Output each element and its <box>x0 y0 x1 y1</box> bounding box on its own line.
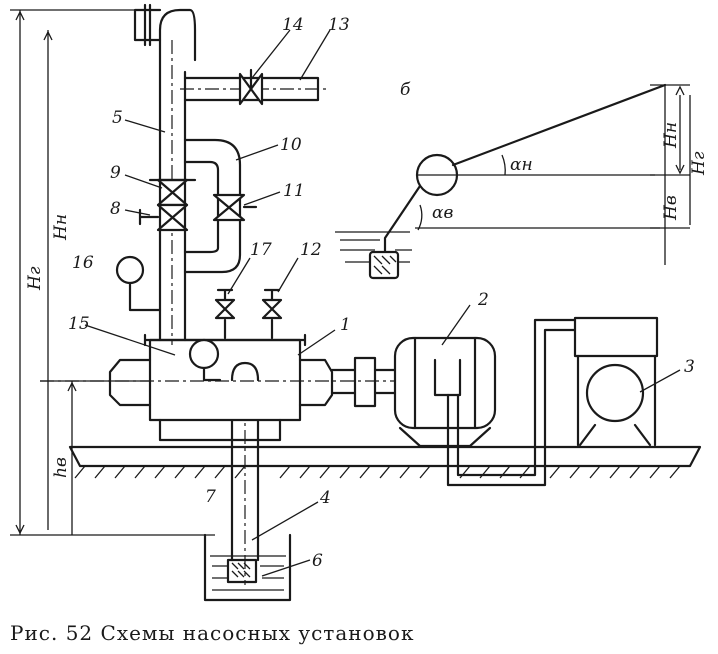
label-11: 11 <box>283 181 305 201</box>
air-valve-17 <box>214 288 236 320</box>
label-8: 8 <box>110 199 121 219</box>
label-5: 5 <box>112 108 123 128</box>
label-15: 15 <box>68 314 90 334</box>
pump-body <box>108 318 334 442</box>
valve-9 <box>148 178 197 207</box>
label-7: 7 <box>205 487 216 507</box>
valve-11 <box>212 193 258 222</box>
label-4: 4 <box>319 488 331 508</box>
label-1: 1 <box>340 315 351 335</box>
label-hv-right: Hв <box>661 195 681 221</box>
label-hv-left: hв <box>51 457 71 478</box>
label-2: 2 <box>477 290 489 310</box>
label-alpha-v: αв <box>432 203 453 223</box>
label-hn-left: Hн <box>51 214 71 241</box>
label-hn-right: Hн <box>661 122 681 149</box>
discharge-pipe <box>133 3 197 345</box>
label-alpha-n: αн <box>510 155 533 175</box>
leader-lines <box>84 29 681 577</box>
label-10: 10 <box>280 135 302 155</box>
diagram-b <box>335 83 691 280</box>
valve-14 <box>238 68 264 106</box>
label-b: б <box>400 80 411 100</box>
label-14: 14 <box>282 15 304 35</box>
figure-caption: Рис. 52 Схемы насосных установок <box>10 621 414 645</box>
label-6: 6 <box>312 551 323 571</box>
starter-3 <box>573 316 659 447</box>
vacuum-gauge-15 <box>188 338 222 382</box>
pressure-gauge-16 <box>115 255 162 312</box>
label-hr-left: Hг <box>25 266 45 291</box>
label-16: 16 <box>72 253 94 273</box>
label-13: 13 <box>328 15 350 35</box>
labels: 1 2 3 4 5 6 7 8 9 10 11 12 13 14 15 16 1… <box>25 15 709 571</box>
suction-tank <box>203 533 292 602</box>
label-3: 3 <box>684 357 695 377</box>
cable-conduit <box>446 318 577 487</box>
label-12: 12 <box>300 240 322 260</box>
bypass-pipe-10 <box>183 138 242 274</box>
left-dimensions <box>10 9 215 536</box>
label-hr-right: Hг <box>689 151 709 176</box>
electric-motor <box>393 336 497 448</box>
valve-8 <box>138 203 189 232</box>
ground-base <box>68 445 702 479</box>
air-valve-12 <box>261 288 283 320</box>
label-17: 17 <box>250 240 272 260</box>
label-9: 9 <box>110 163 121 183</box>
